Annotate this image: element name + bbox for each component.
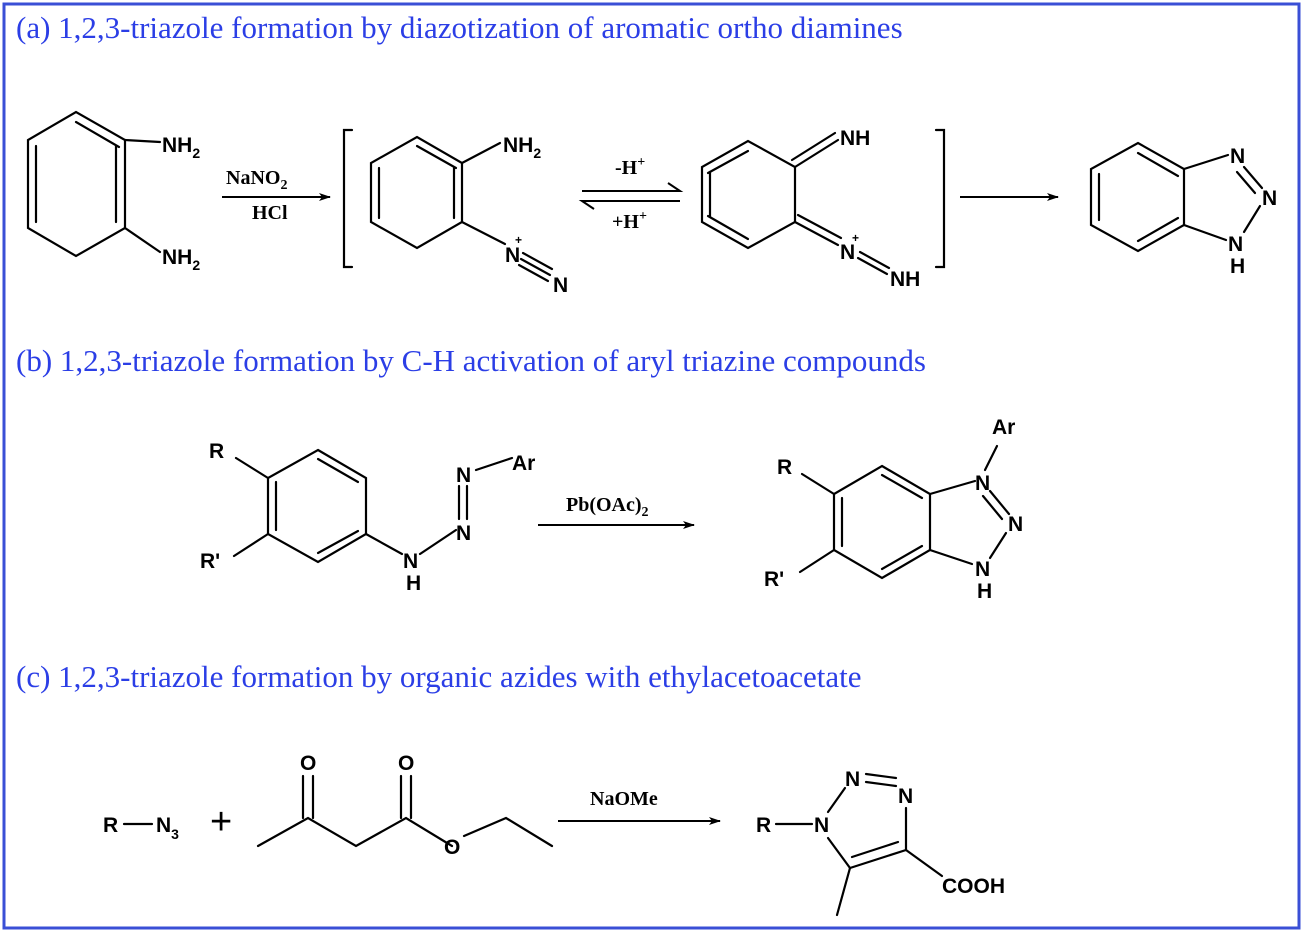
section-b: (b) 1,2,3-triazole formation by C-H acti… [16,343,1023,603]
svg-text:O: O [398,752,414,775]
reaction-arrow-c: NaOMe [558,788,721,825]
reaction-arrow-b: Pb(OAc)2 [538,494,695,529]
svg-text:+H+: +H+ [612,209,647,233]
bracket-right [934,128,946,269]
o-phenylenediamine: NH2 NH2 [26,110,200,273]
svg-text:R: R [777,456,792,479]
ethyl-acetoacetate: O O O [256,752,554,859]
svg-text:R: R [209,440,224,463]
plus-sign: + [210,801,232,843]
svg-text:N: N [1230,145,1245,168]
substituted-benzotriazole-product: R R' N Ar N N H [764,416,1023,603]
svg-text:-H+: -H+ [615,155,645,179]
svg-text:N: N [403,550,418,573]
svg-text:H: H [1230,255,1245,278]
svg-text:N: N [1008,513,1023,536]
svg-text:NH2: NH2 [162,246,200,273]
svg-text:R: R [103,814,118,837]
svg-text:N: N [1228,233,1243,256]
section-a: (a) 1,2,3-triazole formation by diazotiz… [16,10,1277,297]
svg-text:N: N [553,274,568,297]
svg-text:COOH: COOH [942,875,1005,898]
organic-azide: R N3 [103,814,179,842]
svg-text:+: + [515,233,522,247]
svg-text:NH: NH [890,268,920,291]
svg-text:N: N [456,522,471,545]
svg-text:R': R' [764,568,784,591]
svg-text:R': R' [200,550,220,573]
svg-text:NaNO2: NaNO2 [226,167,287,193]
svg-text:N: N [975,472,990,495]
svg-text:N3: N3 [156,814,179,842]
svg-text:R: R [756,814,771,837]
benzotriazole-product: N N N H [1089,141,1277,278]
svg-text:Pb(OAc)2: Pb(OAc)2 [566,494,649,520]
svg-text:N: N [840,241,855,264]
svg-text:NH2: NH2 [162,134,200,161]
svg-text:O: O [300,752,316,775]
svg-text:+: + [852,231,859,245]
svg-text:N: N [456,464,471,487]
svg-text:NH: NH [840,127,870,150]
svg-text:N: N [898,785,913,808]
svg-text:N: N [845,768,860,791]
reaction-arrow-a1: NaNO2 HCl [222,167,331,224]
diimine-intermediate: NH N + NH [700,127,920,291]
svg-text:N: N [814,814,829,837]
section-b-heading: (b) 1,2,3-triazole formation by C-H acti… [16,343,926,378]
triazole-carboxylic-acid-product: R N N N COOH [756,768,1005,917]
svg-text:N: N [975,558,990,581]
section-a-heading: (a) 1,2,3-triazole formation by diazotiz… [16,10,903,45]
equilibrium-arrows: -H+ +H+ [578,155,684,233]
svg-text:H: H [977,580,992,603]
svg-text:NaOMe: NaOMe [590,788,658,810]
bracket-left [342,128,354,269]
diazonium-intermediate: NH2 N + N [369,134,568,297]
svg-text:NH2: NH2 [503,134,541,161]
svg-text:Ar: Ar [992,416,1015,439]
svg-text:N: N [1262,187,1277,210]
svg-text:H: H [406,572,421,595]
svg-text:HCl: HCl [252,202,288,224]
svg-text:Ar: Ar [512,452,535,475]
svg-text:O: O [444,836,460,859]
aryl-triazene: R R' N H N N Ar [200,440,535,595]
section-c-heading: (c) 1,2,3-triazole formation by organic … [16,659,862,694]
svg-text:N: N [505,244,520,267]
section-c: (c) 1,2,3-triazole formation by organic … [16,659,1005,917]
